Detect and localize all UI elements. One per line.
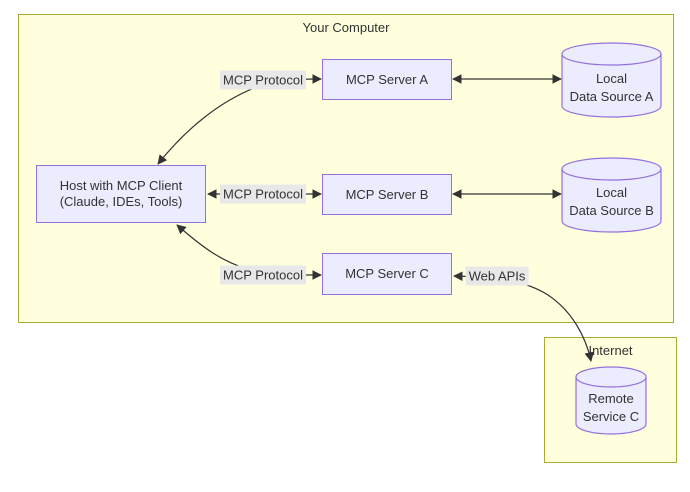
node-mcp-server-b-label: MCP Server B (345, 186, 429, 202)
local-data-source-b-line2: Data Source B (569, 203, 654, 218)
node-mcp-server-a: MCP Server A (322, 59, 452, 100)
node-host-label-line2: (Claude, IDEs, Tools) (59, 194, 183, 209)
node-local-data-source-b: Local Data Source B (562, 176, 661, 228)
node-mcp-server-c-label: MCP Server C (345, 266, 429, 281)
node-mcp-server-a-label: MCP Server A (345, 71, 429, 87)
node-host-with-mcp-client: Host with MCP Client (Claude, IDEs, Tool… (36, 165, 206, 223)
edge-label-mcp-protocol-a: MCP Protocol (220, 70, 306, 90)
edge-label-web-apis: Web APIs (465, 266, 529, 286)
local-data-source-b-line1: Local (595, 185, 628, 200)
node-mcp-server-b: MCP Server B (322, 174, 452, 215)
cluster-internet-label: Internet (588, 343, 633, 358)
node-mcp-server-c: MCP Server C (322, 253, 452, 295)
node-local-data-source-a: Local Data Source A (562, 62, 661, 114)
edge-label-mcp-protocol-c: MCP Protocol (220, 265, 306, 285)
node-host-label-line1: Host with MCP Client (59, 178, 183, 193)
edge-label-mcp-protocol-b: MCP Protocol (220, 184, 306, 204)
node-remote-service-c: Remote Service C (576, 382, 646, 434)
local-data-source-a-line2: Data Source A (569, 89, 654, 104)
local-data-source-a-line1: Local (595, 71, 628, 86)
remote-service-c-line1: Remote (588, 391, 634, 406)
cluster-your-computer-label: Your Computer (302, 20, 390, 35)
remote-service-c-line2: Service C (582, 409, 640, 424)
